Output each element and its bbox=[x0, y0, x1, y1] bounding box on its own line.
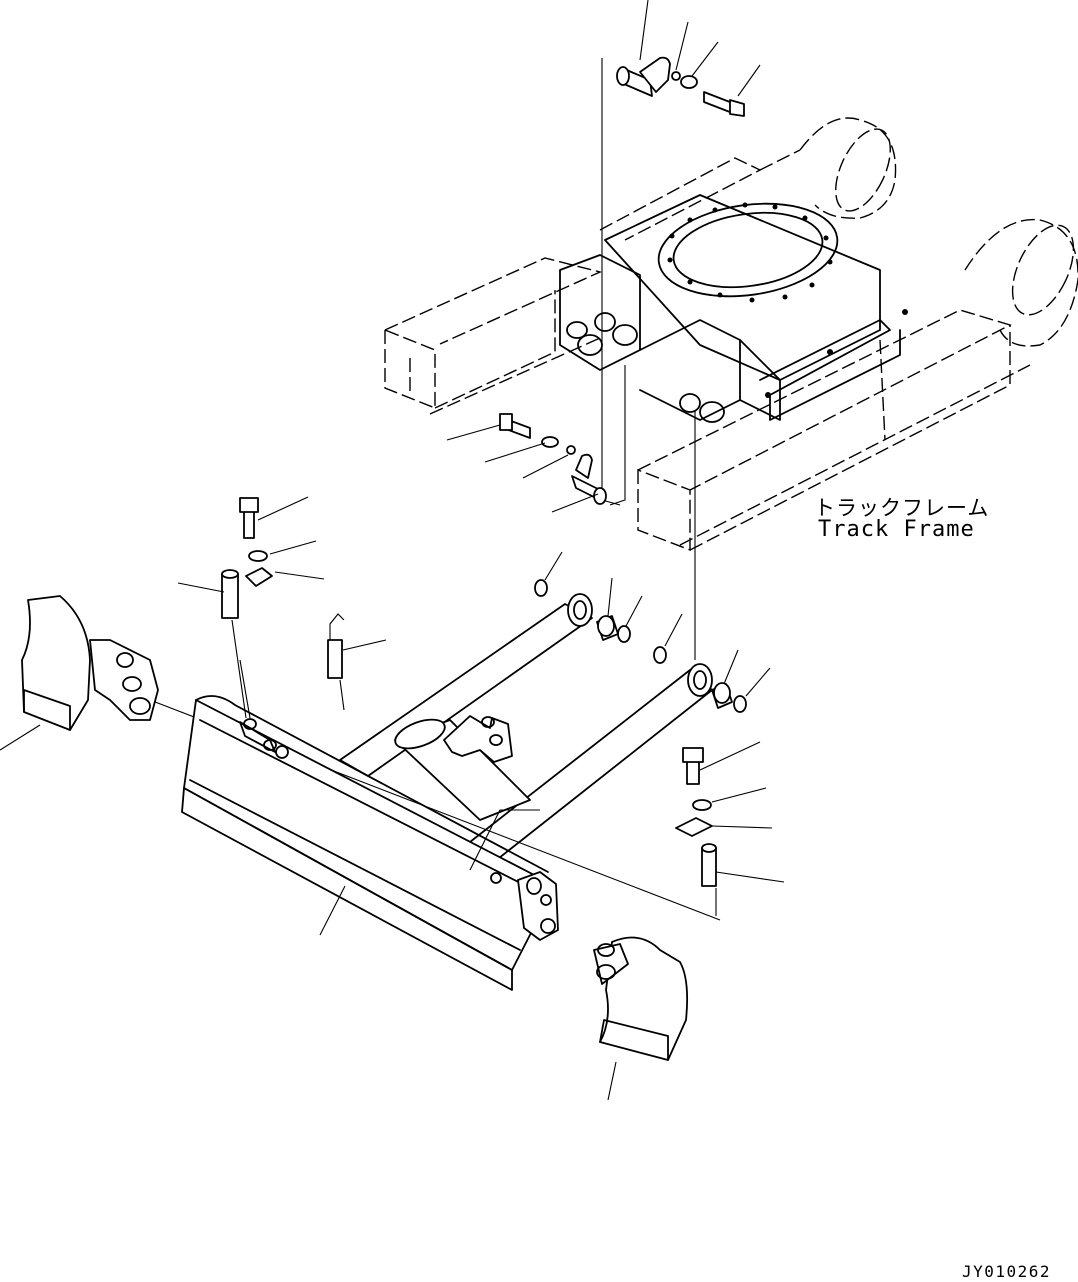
bushings-rings bbox=[534, 551, 771, 713]
top-pin-assembly bbox=[601, 0, 761, 506]
mid-pin-assembly bbox=[446, 365, 696, 660]
dozer-blade bbox=[181, 695, 559, 991]
track-frame-label-en: Track Frame bbox=[818, 517, 975, 542]
blade-arms bbox=[149, 593, 721, 921]
left-pin-stack bbox=[177, 496, 387, 719]
left-blade-end bbox=[0, 595, 159, 751]
document-id: JY010262 bbox=[962, 1262, 1052, 1281]
right-pin-stack bbox=[675, 741, 785, 916]
track-frame-label-jp: トラックフレーム bbox=[814, 496, 990, 520]
track-frame bbox=[384, 117, 1078, 552]
right-blade-end bbox=[593, 936, 689, 1101]
